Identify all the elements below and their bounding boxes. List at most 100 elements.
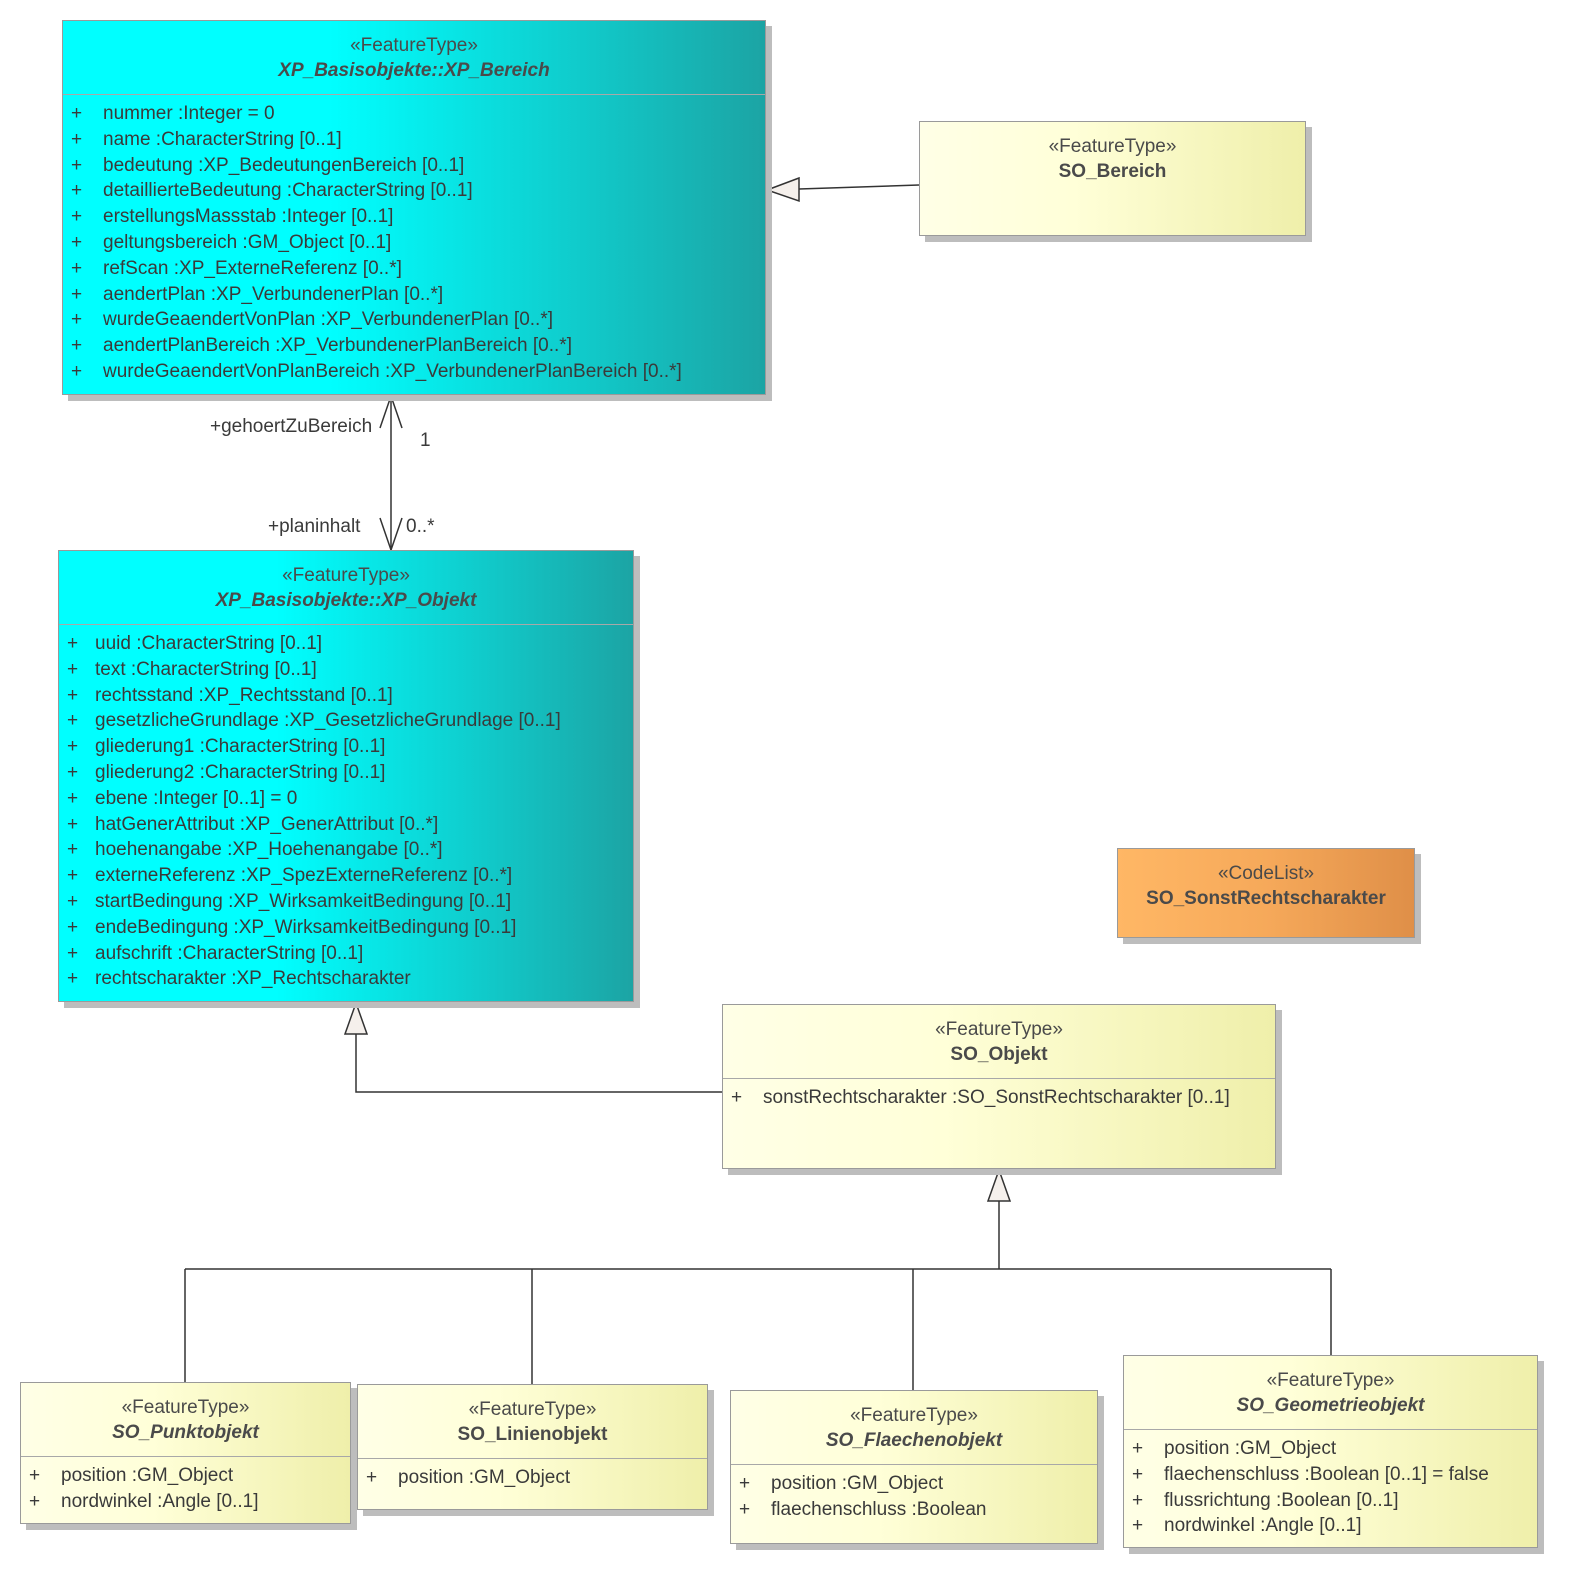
visibility-marker: + — [71, 257, 83, 279]
attribute-text: text :CharacterString [0..1] — [95, 658, 317, 680]
visibility-marker: + — [1132, 1515, 1144, 1537]
visibility-marker: + — [71, 309, 83, 331]
attribute-text: externeReferenz :XP_SpezExterneReferenz … — [95, 865, 513, 887]
class-xp-objekt[interactable]: «FeatureType» XP_Basisobjekte::XP_Objekt… — [58, 550, 634, 1002]
attribute-text: aufschrift :CharacterString [0..1] — [95, 942, 364, 964]
generalization-arrow-xp-objekt — [343, 1000, 369, 1035]
visibility-marker: + — [67, 761, 79, 783]
class-so-objekt[interactable]: «FeatureType» SO_Objekt +sonstRechtschar… — [722, 1004, 1276, 1169]
attribute-text: flussrichtung :Boolean [0..1] — [1164, 1489, 1399, 1511]
attribute-text: gliederung1 :CharacterString [0..1] — [95, 736, 386, 758]
visibility-marker: + — [67, 736, 79, 758]
class-so-geometrieobjekt[interactable]: «FeatureType» SO_Geometrieobjekt +positi… — [1123, 1355, 1538, 1548]
role-label-gehoertzubereich: +gehoertZuBereich — [210, 416, 373, 437]
attribute-row: + rechtscharakter :XP_Rechtscharakter — [59, 966, 633, 992]
attribute-text: geltungsbereich :GM_Object [0..1] — [103, 231, 392, 253]
attribute-row: + refScan :XP_ExterneReferenz [0..*] — [63, 256, 765, 282]
attribute-row: +position :GM_Object — [731, 1471, 1097, 1497]
attribute-row: + wurdeGeaendertVonPlan :XP_VerbundenerPl… — [63, 307, 765, 333]
class-so-punktobjekt[interactable]: «FeatureType» SO_Punktobjekt + position :… — [20, 1382, 351, 1524]
role-label-planinhalt: +planinhalt — [268, 516, 361, 537]
visibility-marker: + — [67, 968, 79, 990]
attribute-text: nordwinkel :Angle [0..1] — [61, 1490, 259, 1512]
attribute-row: + aufschrift :CharacterString [0..1] — [59, 941, 633, 967]
attribute-row: + uuid :CharacterString [0..1] — [59, 631, 633, 657]
attribute-text: position :GM_Object — [1164, 1438, 1337, 1459]
attribute-text: hatGenerAttribut :XP_GenerAttribut [0..*… — [95, 813, 439, 835]
visibility-marker: + — [71, 206, 83, 228]
attribute-text: position :GM_Object — [398, 1467, 571, 1488]
visibility-marker: + — [71, 360, 83, 382]
attribute-row: +wurdeGeaendertVonPlanBereich :XP_Verbun… — [63, 359, 765, 385]
attribute-list: + uuid :CharacterString [0..1] + text :Char… — [59, 625, 633, 992]
attribute-row: +flaechenschluss :Boolean [0..1] = false — [1124, 1462, 1537, 1488]
visibility-marker: + — [739, 1498, 751, 1520]
visibility-marker: + — [29, 1490, 41, 1512]
visibility-marker: + — [1132, 1489, 1144, 1511]
multiplicity-label-bottom: 0..* — [406, 516, 435, 537]
generalization-line-so-bereich — [798, 184, 920, 190]
attribute-text: refScan :XP_ExterneReferenz [0..*] — [103, 257, 402, 279]
attribute-text: gesetzlicheGrundlage :XP_GesetzlicheGrun… — [95, 710, 561, 732]
visibility-marker: + — [67, 942, 79, 964]
class-so-sonstrechtscharakter[interactable]: «CodeList» SO_SonstRechtscharakter — [1117, 848, 1415, 938]
class-name: SO_Bereich — [1058, 161, 1167, 182]
generalization-arrow-xp-bereich — [764, 176, 800, 203]
attribute-row: + flaechenschluss :Boolean — [731, 1497, 1097, 1523]
attribute-text: aendertPlan :XP_VerbundenerPlan [0..*] — [103, 283, 444, 305]
attribute-text: detaillierteBedeutung :CharacterString [… — [103, 180, 473, 202]
visibility-marker: + — [67, 865, 79, 887]
attribute-row: + aendertPlan :XP_VerbundenerPlan [0..*] — [63, 282, 765, 308]
visibility-marker: + — [67, 787, 79, 809]
compartment-divider — [21, 1456, 350, 1457]
visibility-marker: + — [67, 813, 79, 835]
stereotype-label: «CodeList» — [1217, 863, 1315, 884]
class-so-linienobjekt[interactable]: «FeatureType» SO_Linienobjekt +position … — [357, 1384, 708, 1510]
visibility-marker: + — [67, 633, 79, 654]
class-name: SO_SonstRechtscharakter — [1146, 888, 1386, 909]
visibility-marker: + — [67, 916, 79, 938]
attribute-row: + text :CharacterString [0..1] — [59, 657, 633, 683]
class-name: SO_Punktobjekt — [112, 1422, 259, 1443]
class-so-bereich[interactable]: «FeatureType» SO_Bereich — [919, 121, 1306, 236]
stereotype-label: «FeatureType» — [350, 35, 478, 56]
visibility-marker: + — [1132, 1463, 1144, 1485]
class-name: SO_Linienobjekt — [457, 1424, 608, 1445]
attribute-row: +geltungsbereich :GM_Object [0..1] — [63, 230, 765, 256]
attribute-text: rechtscharakter :XP_Rechtscharakter — [95, 968, 411, 990]
stereotype-label: «FeatureType» — [935, 1019, 1063, 1040]
class-so-flaechenobjekt[interactable]: «FeatureType» SO_Flaechenobjekt +positio… — [730, 1390, 1098, 1544]
attribute-text: flaechenschluss :Boolean — [771, 1498, 987, 1520]
compartment-divider — [358, 1458, 707, 1459]
visibility-marker: + — [67, 710, 79, 732]
class-name: SO_Flaechenobjekt — [825, 1430, 1003, 1451]
attribute-text: aendertPlanBereich :XP_VerbundenerPlanBe… — [103, 335, 572, 357]
attribute-row: + position :GM_Object — [1124, 1436, 1537, 1462]
attribute-row: +gliederung2 :CharacterString [0..1] — [59, 760, 633, 786]
generalization-line-so-objekt — [355, 1034, 722, 1093]
attribute-row: +name :CharacterString [0..1] — [63, 127, 765, 153]
attribute-text: position :GM_Object — [61, 1465, 234, 1486]
attribute-text: wurdeGeaendertVonPlan :XP_VerbundenerPla… — [103, 309, 553, 331]
attribute-row: + nordwinkel :Angle [0..1] — [21, 1489, 350, 1515]
attribute-text: uuid :CharacterString [0..1] — [95, 633, 323, 654]
attribute-list: + position :GM_Object + nordwinkel :Angle [… — [21, 1457, 350, 1515]
attribute-row: +nummer :Integer = 0 — [63, 101, 765, 127]
generalization-arrow-so-objekt — [986, 1167, 1012, 1202]
attribute-text: hoehenangabe :XP_Hoehenangabe [0..*] — [95, 839, 443, 861]
attribute-text: erstellungsMassstab :Integer [0..1] — [103, 206, 394, 228]
attribute-list: +position :GM_Object+ flaechenschluss :Bo… — [731, 1465, 1097, 1523]
attribute-list: +nummer :Integer = 0+name :CharacterStri… — [63, 95, 765, 385]
visibility-marker: + — [1132, 1438, 1144, 1459]
stereotype-label: «FeatureType» — [121, 1397, 250, 1418]
class-xp-bereich[interactable]: «FeatureType» XP_Basisobjekte::XP_Bereic… — [62, 20, 766, 395]
visibility-marker: + — [67, 658, 79, 680]
attribute-row: +rechtsstand :XP_Rechtsstand [0..1] — [59, 683, 633, 709]
compartment-divider — [731, 1464, 1097, 1465]
visibility-marker: + — [71, 283, 83, 305]
attribute-row: +sonstRechtscharakter :SO_SonstRechtscha… — [723, 1085, 1275, 1111]
class-name: XP_Basisobjekte::XP_Objekt — [215, 590, 477, 611]
attribute-row: +endeBedingung :XP_WirksamkeitBedingung … — [59, 915, 633, 941]
attribute-text: sonstRechtscharakter :SO_SonstRechtschar… — [763, 1087, 1230, 1108]
visibility-marker: + — [71, 103, 83, 124]
